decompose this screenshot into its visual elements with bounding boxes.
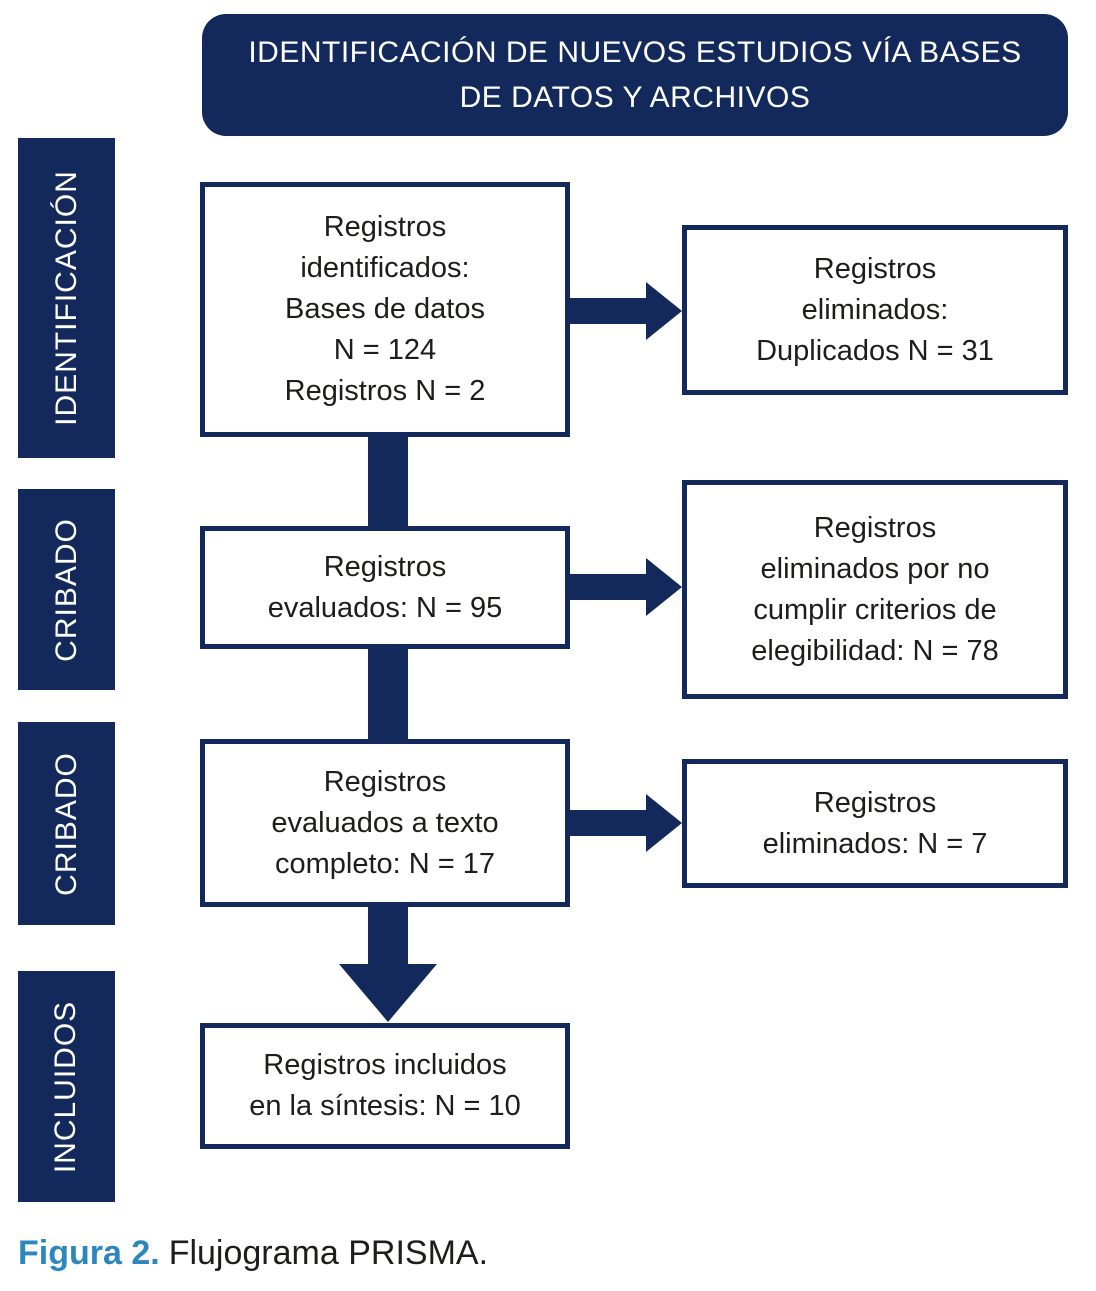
figure-caption: Figura 2.Flujograma PRISMA. — [18, 1234, 488, 1273]
flow-box-text: Registros eliminados por no cumplir crit… — [751, 511, 999, 667]
stage-label-text: CRIBADO — [49, 751, 83, 896]
figure-caption-text: Flujograma PRISMA. — [168, 1234, 489, 1272]
down-arrow-icon — [339, 964, 437, 1022]
down-connector-2 — [368, 647, 408, 744]
stage-label-incluidos: INCLUIDOS — [18, 971, 115, 1202]
right-arrow-shaft-3 — [570, 810, 648, 836]
flow-box-removed-duplicates: Registros eliminados: Duplicados N = 31 — [682, 225, 1068, 395]
right-arrow-icon-2 — [646, 558, 682, 616]
flow-box-removed-eligibility: Registros eliminados por no cumplir crit… — [682, 480, 1068, 699]
down-connector-1 — [368, 435, 408, 531]
figure-caption-label: Figura 2. — [18, 1234, 160, 1272]
flow-box-text: Registros eliminados: N = 7 — [762, 786, 988, 860]
right-arrow-shaft-1 — [570, 298, 648, 324]
down-connector-3 — [368, 905, 408, 965]
flow-box-identified-records: Registros identificados: Bases de datos … — [200, 182, 570, 437]
diagram-header-title: IDENTIFICACIÓN DE NUEVOS ESTUDIOS VÍA BA… — [248, 36, 1022, 114]
flow-box-text: Registros incluidos en la síntesis: N = … — [249, 1049, 521, 1122]
flow-box-text: Registros evaluados: N = 95 — [267, 550, 503, 624]
flow-box-screened-records: Registros evaluados: N = 95 — [200, 526, 570, 649]
flow-box-removed-fulltext: Registros eliminados: N = 7 — [682, 759, 1068, 888]
stage-label-text: CRIBADO — [49, 517, 83, 662]
right-arrow-icon-3 — [646, 794, 682, 852]
flow-box-text: Registros identificados: Bases de datos … — [284, 211, 486, 407]
stage-label-cribado-1: CRIBADO — [18, 489, 115, 690]
stage-label-cribado-2: CRIBADO — [18, 722, 115, 925]
flow-box-text: Registros evaluados a texto completo: N … — [271, 765, 499, 880]
right-arrow-shaft-2 — [570, 574, 648, 600]
flow-box-fulltext-records: Registros evaluados a texto completo: N … — [200, 739, 570, 907]
right-arrow-icon-1 — [646, 282, 682, 340]
stage-label-text: IDENTIFICACIÓN — [49, 170, 83, 426]
stage-label-identificacion: IDENTIFICACIÓN — [18, 138, 115, 458]
flow-box-included-records: Registros incluidos en la síntesis: N = … — [200, 1023, 570, 1149]
stage-label-text: INCLUIDOS — [49, 1000, 83, 1173]
diagram-header-banner: IDENTIFICACIÓN DE NUEVOS ESTUDIOS VÍA BA… — [202, 14, 1068, 136]
flow-box-text: Registros eliminados: Duplicados N = 31 — [756, 252, 994, 367]
